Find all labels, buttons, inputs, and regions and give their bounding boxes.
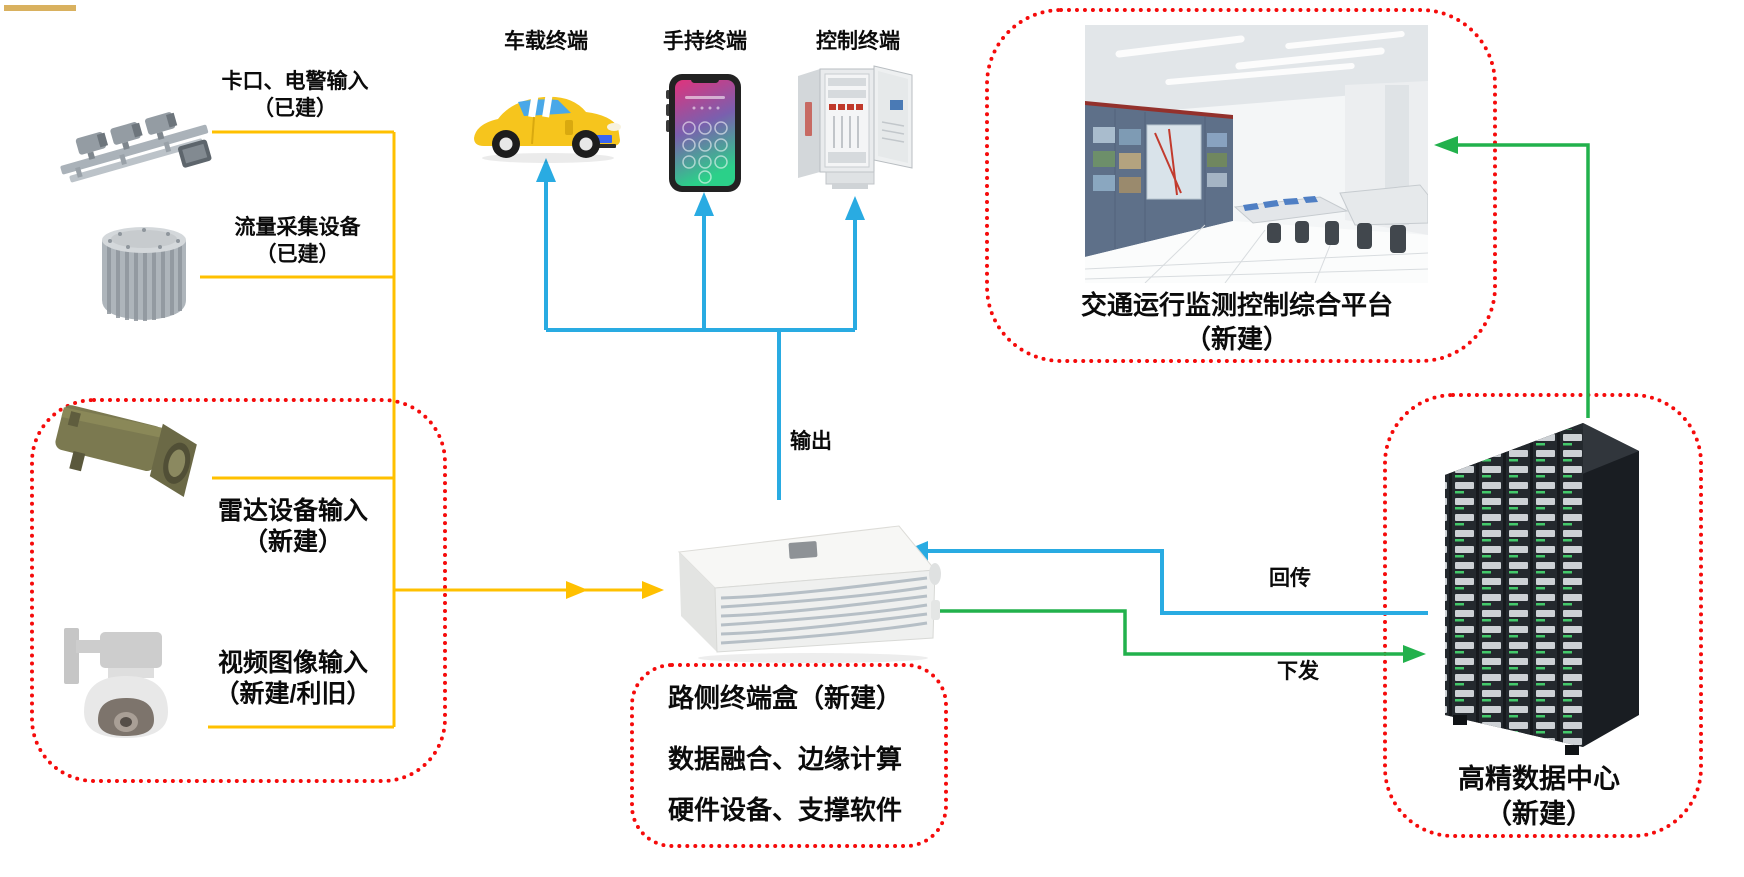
- video-label-block: 视频图像输入 （新建/利旧）: [190, 648, 396, 710]
- gold-accent-bar: [4, 5, 76, 11]
- output-arrowheads: [536, 158, 928, 561]
- handheld-terminal-image: [666, 74, 741, 192]
- datacenter-label-block: 高精数据中心 （新建）: [1393, 762, 1685, 832]
- platform-label-block: 交通运行监测控制综合平台 （新建）: [995, 288, 1479, 356]
- flow-collector-status: （已建）: [255, 243, 340, 266]
- vehicle-terminal-image: [474, 93, 621, 163]
- input-lines-yellow: [200, 130, 652, 729]
- datacenter-label: 高精数据中心: [1458, 764, 1620, 794]
- flow-collector-label: 流量采集设备: [234, 216, 361, 239]
- platform-label: 交通运行监测控制综合平台: [1080, 290, 1393, 320]
- control-arrowheads: [1403, 136, 1458, 663]
- dispatch-line: [886, 609, 1412, 656]
- datacenter-to-platform-line: [1448, 143, 1590, 418]
- checkpoint-status: （已建）: [253, 97, 337, 120]
- video-camera-image: [64, 628, 168, 738]
- flow-collector-image: [102, 227, 186, 321]
- roadside-box-title: 路侧终端盒（新建）: [667, 683, 902, 713]
- datacenter-status: （新建）: [1485, 799, 1593, 829]
- dispatch-edge-label: 下发: [1277, 660, 1319, 683]
- platform-control-room-image: [1085, 25, 1428, 283]
- radar-camera-image: [55, 405, 197, 497]
- vehicle-terminal-label: 车载终端: [504, 30, 588, 53]
- radar-status: （新建）: [242, 528, 343, 556]
- radar-label-block: 雷达设备输入 （新建）: [193, 496, 393, 558]
- radar-label: 雷达设备输入: [217, 497, 368, 525]
- handheld-terminal-label: 手持终端: [663, 30, 747, 53]
- roadside-terminal-box-image: [677, 525, 941, 663]
- platform-group-boundary: [985, 8, 1497, 363]
- datacenter-group-boundary: [1383, 393, 1703, 838]
- output-edge-label: 输出: [790, 430, 832, 453]
- video-label: 视频图像输入: [217, 649, 368, 677]
- checkpoint-label-block: 卡口、电警输入 （已建）: [200, 68, 390, 122]
- backhaul-line: [918, 549, 1428, 615]
- input-arrowheads: [566, 581, 664, 599]
- flow-collector-label-block: 流量采集设备 （已建）: [205, 214, 390, 268]
- checkpoint-camera-image: [60, 112, 212, 183]
- video-status: （新建/利旧）: [214, 680, 372, 708]
- datacenter-server-image: [1445, 423, 1639, 755]
- roadside-box-feature1: 数据融合、边缘计算: [667, 744, 902, 774]
- backhaul-edge-label: 回传: [1269, 567, 1311, 590]
- control-lines-green: [886, 143, 1590, 656]
- control-terminal-image: [798, 65, 913, 189]
- roadside-box-feature2: 硬件设备、支撑软件: [667, 795, 902, 825]
- output-lines-blue: [544, 170, 1428, 615]
- checkpoint-label: 卡口、电警输入: [221, 70, 369, 93]
- roadside-box-group-boundary: [630, 663, 948, 848]
- control-terminal-label: 控制终端: [816, 30, 900, 53]
- platform-status: （新建）: [1184, 324, 1289, 354]
